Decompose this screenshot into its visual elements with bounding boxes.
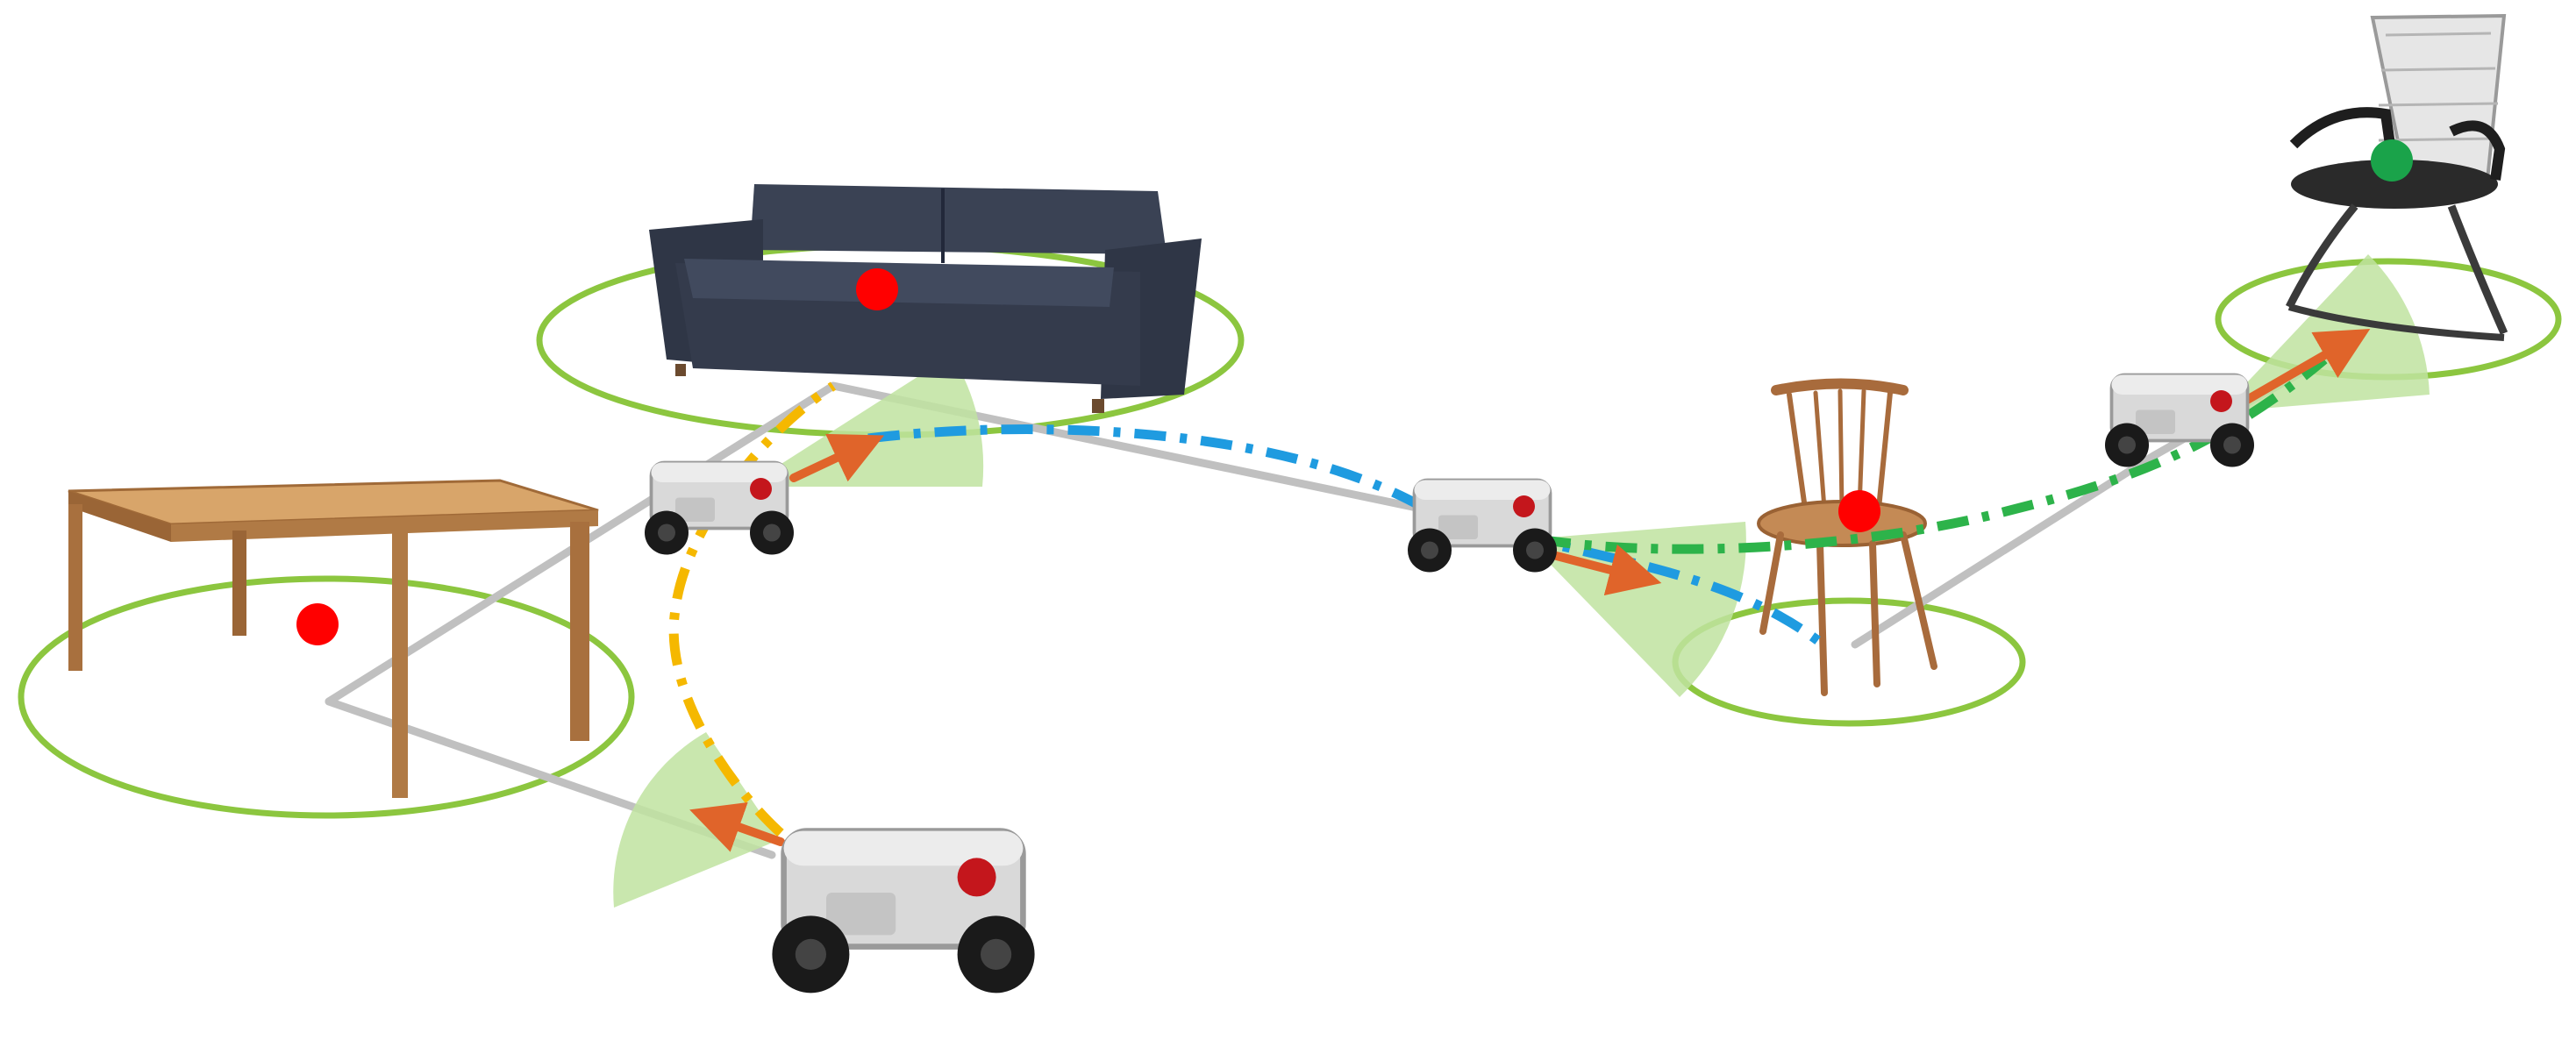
table	[68, 479, 599, 798]
fov-pose-4	[2219, 254, 2430, 412]
robot-pose-3	[1406, 478, 1559, 574]
sofa-landmark-marker	[856, 268, 898, 310]
heading-arrow-pose-4	[2237, 329, 2371, 408]
office-chair-goal-marker	[2371, 139, 2413, 182]
path-segment-1	[668, 381, 837, 837]
wooden-chair-landmark-marker	[1838, 490, 1880, 532]
robot-pose-2	[643, 460, 796, 557]
table-landmark-marker	[296, 603, 339, 645]
heading-arrow-pose-2	[789, 433, 885, 482]
object-markers	[296, 139, 2413, 645]
heading-arrow-start	[689, 802, 785, 852]
table-zone-ring	[18, 575, 635, 819]
robot-pose-4	[2103, 373, 2256, 469]
fov-pose-2	[746, 355, 984, 487]
sofa	[649, 184, 1202, 413]
wooden-chair	[1757, 378, 1937, 696]
fov-start	[613, 732, 779, 908]
robot-start	[772, 831, 1034, 993]
graph-edges	[325, 355, 2329, 859]
